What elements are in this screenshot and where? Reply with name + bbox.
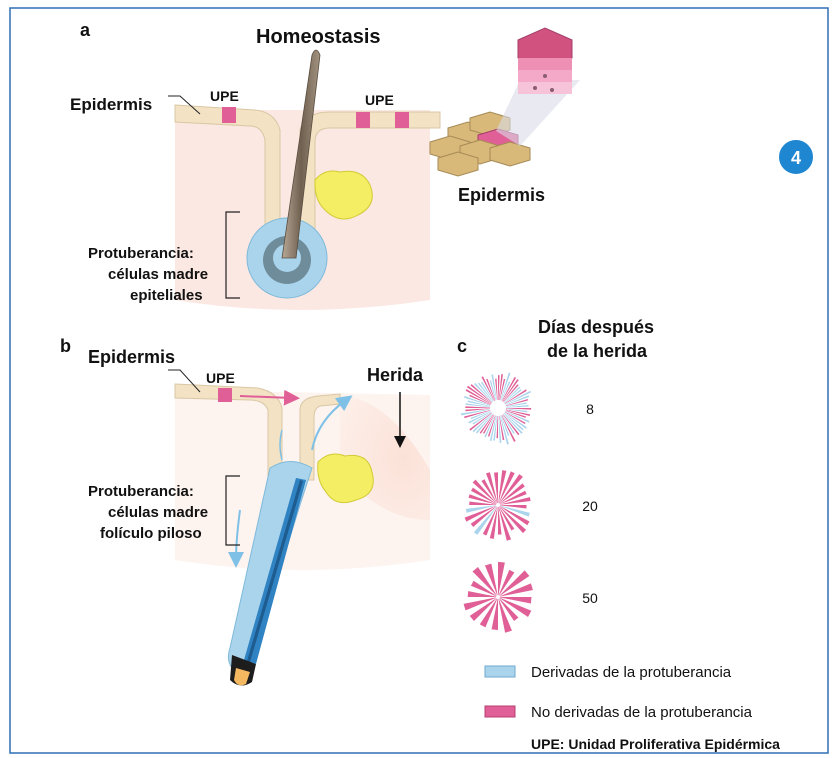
- legend-swatch-non-bulge: [485, 706, 515, 717]
- upe-label-a-left: UPE: [210, 88, 239, 104]
- panel-a-title: Homeostasis: [256, 26, 381, 48]
- bulge-label-b-line1: Protuberancia:: [88, 483, 194, 500]
- panel-c-title-line2: de la herida: [547, 341, 648, 361]
- panel-a-letter: a: [80, 20, 91, 40]
- rosette-segment: [495, 379, 497, 400]
- day-label-50: 50: [582, 590, 598, 606]
- upe-label-a-right: UPE: [365, 92, 394, 108]
- bulge-label-b-line3: folículo piloso: [100, 525, 202, 542]
- panel-a: a Homeostasis Epidermis UPE UPE Epidermi…: [70, 20, 580, 310]
- clone-rosettes: 8 20 50: [461, 373, 598, 633]
- day-label-8: 8: [586, 401, 594, 417]
- rosette-day-50: [464, 562, 533, 633]
- rosette-day-8: [461, 373, 531, 445]
- epidermis-cells-zoom: [430, 28, 580, 176]
- bulge-label-a-line1: Protuberancia:: [88, 245, 194, 262]
- panel-c: c Días después de la herida 8 20 50: [457, 317, 654, 633]
- upe-mark-a-left: [222, 107, 236, 123]
- bulge-label-a-line2: células madre: [108, 266, 208, 283]
- wound-label: Herida: [367, 365, 424, 385]
- day-label-20: 20: [582, 498, 598, 514]
- upe-label-b: UPE: [206, 370, 235, 386]
- epidermis-label-a-right: Epidermis: [458, 185, 545, 205]
- legend: Derivadas de la protuberancia No derivad…: [485, 664, 780, 752]
- epidermis-label-b: Epidermis: [88, 347, 175, 367]
- legend-non-bulge-derived: No derivadas de la protuberancia: [531, 704, 753, 721]
- bulge-label-b-line2: células madre: [108, 504, 208, 521]
- bulge-label-a-line3: epiteliales: [130, 287, 203, 304]
- legend-upe-definition: UPE: Unidad Proliferativa Epidérmica: [531, 736, 780, 752]
- rosette-day-20: [465, 470, 531, 541]
- upe-mark-b: [218, 388, 232, 402]
- panel-b: b Epidermis UPE Herida Protuberancia: cé…: [60, 336, 430, 686]
- upe-mark-a-right2: [395, 112, 409, 128]
- figure-number-badge: 4: [778, 139, 814, 175]
- legend-swatch-bulge: [485, 666, 515, 677]
- panel-c-letter: c: [457, 336, 467, 356]
- badge-number: 4: [791, 148, 801, 168]
- upe-mark-a-right1: [356, 112, 370, 128]
- panel-b-letter: b: [60, 336, 71, 356]
- legend-bulge-derived: Derivadas de la protuberancia: [531, 664, 732, 681]
- panel-c-title-line1: Días después: [538, 317, 654, 337]
- epidermis-label-a-left: Epidermis: [70, 95, 152, 114]
